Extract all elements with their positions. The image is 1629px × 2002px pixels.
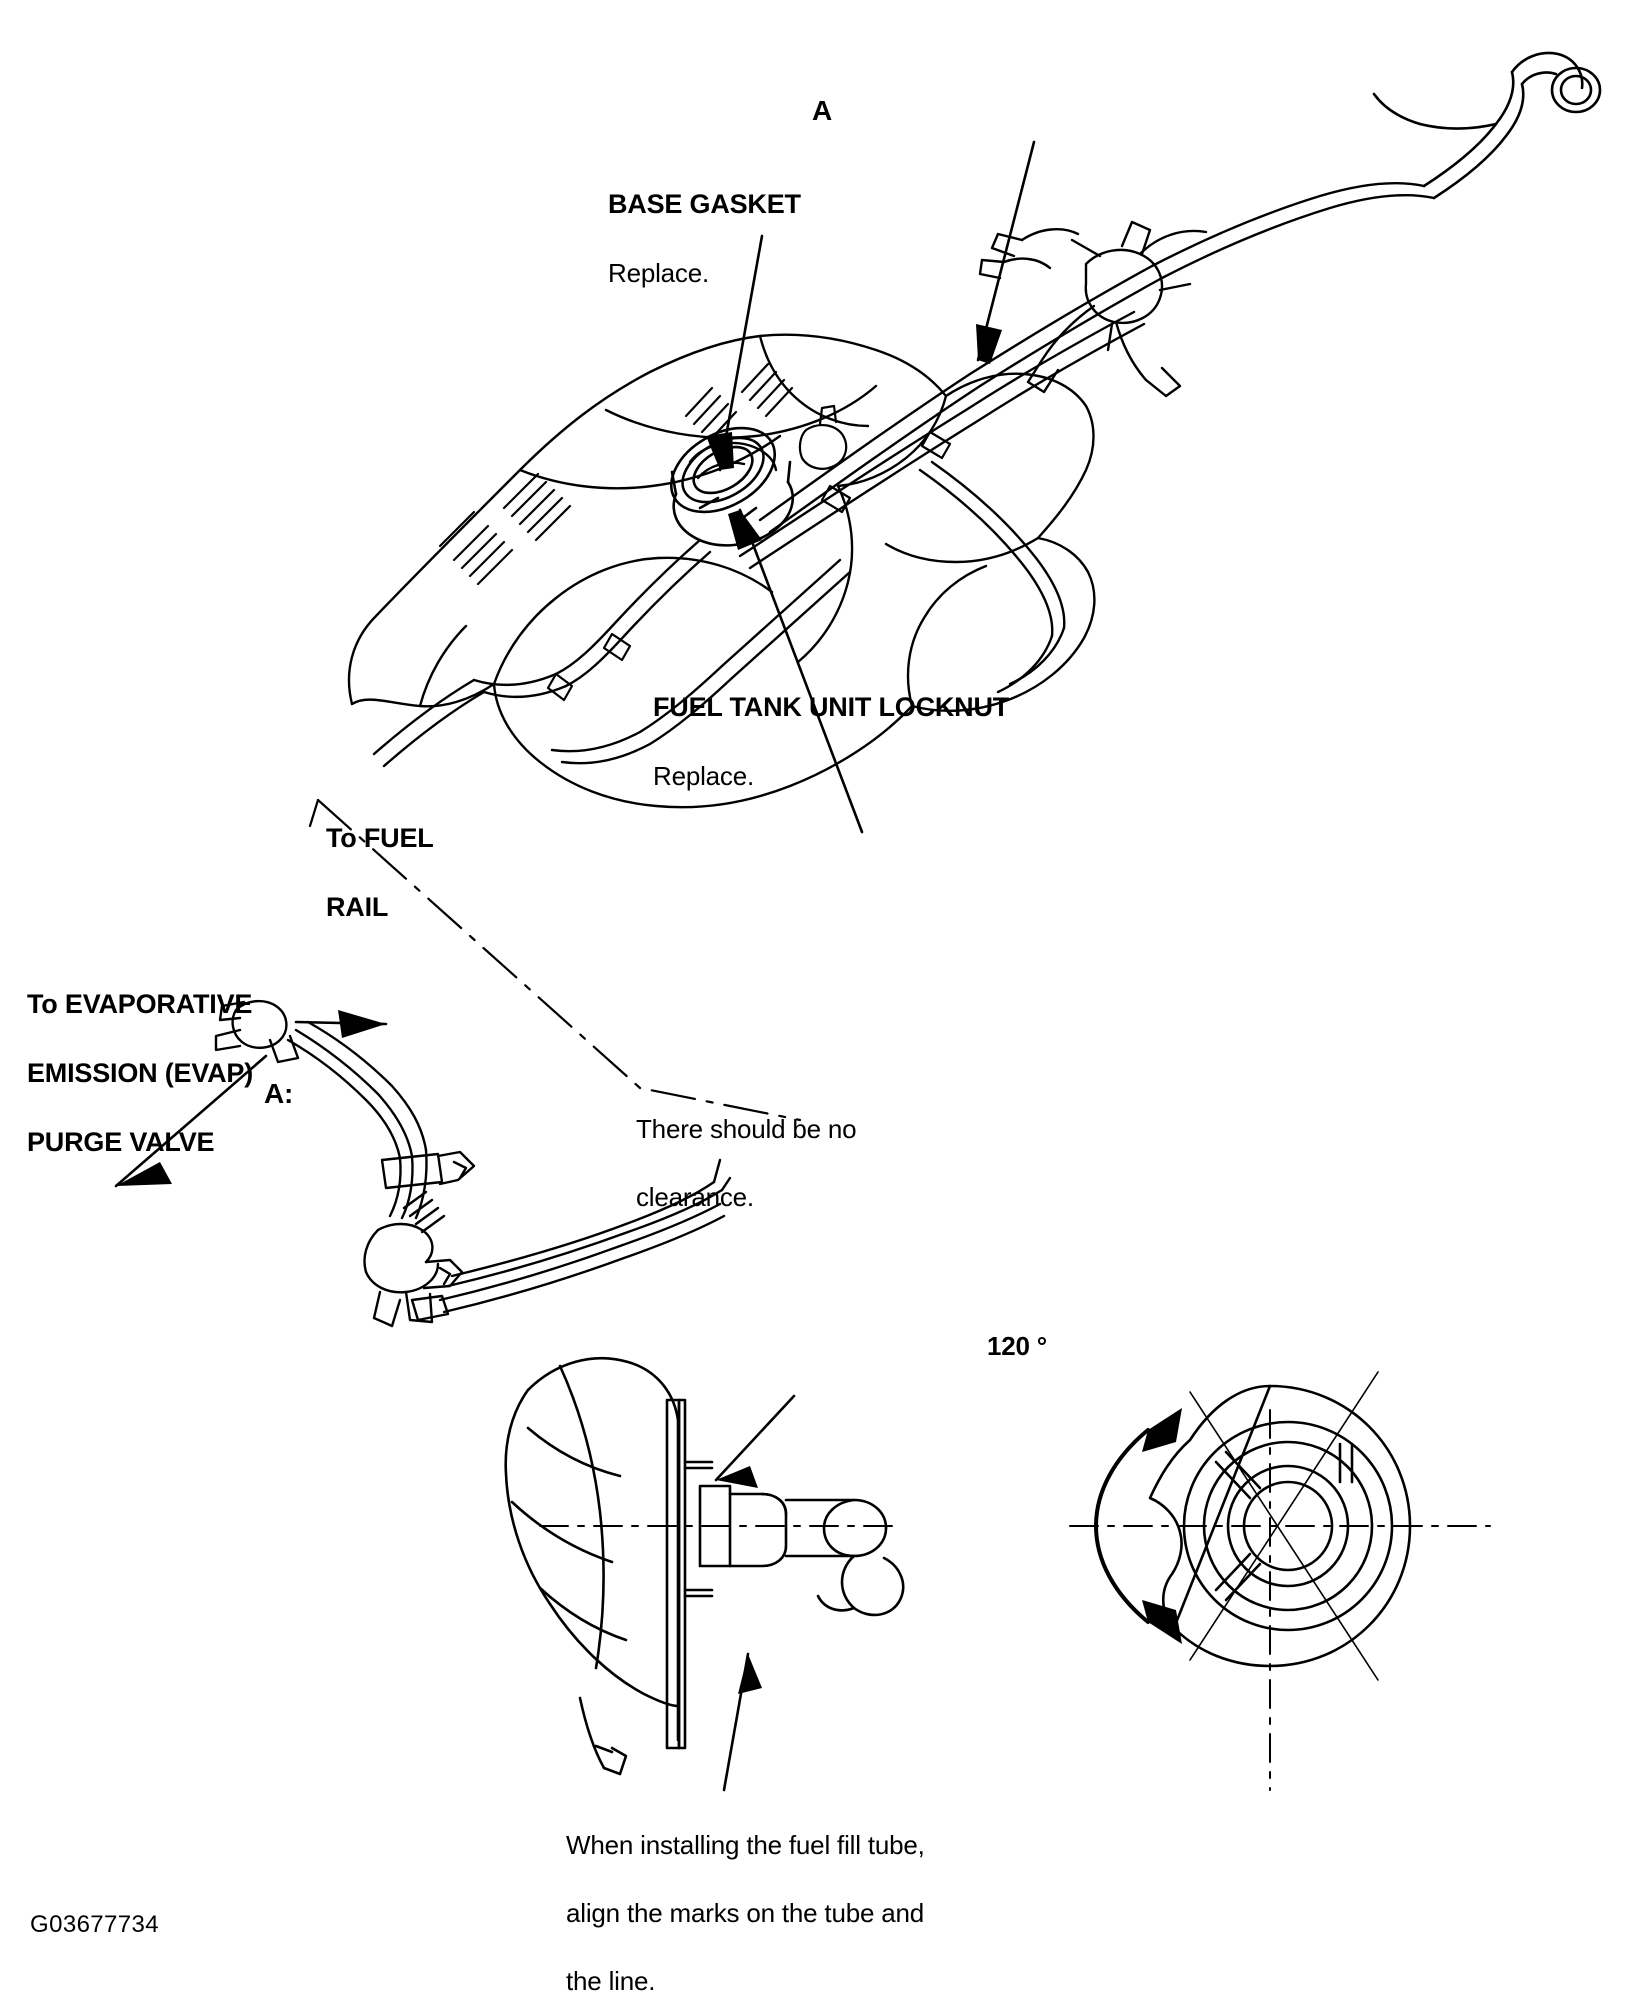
callout-to-evap-purge-valve-line1: To EVAPORATIVE [27, 989, 253, 1020]
callout-base-gasket-title: BASE GASKET [608, 189, 801, 220]
fuel-line-subassembly [214, 999, 732, 1328]
callout-base-gasket-note: Replace. [608, 258, 710, 289]
callout-to-fuel-rail-line1: To FUEL [326, 823, 434, 854]
detail-a-angle-label: 120 ° [987, 1331, 1048, 1361]
fuel-tank-unit [669, 426, 795, 547]
detail-center-lines [539, 1409, 1491, 1791]
leader-lines [114, 140, 1036, 1792]
detail-section-label-a: A: [264, 1078, 294, 1109]
detail-a-align-note-line3: the line. [566, 1966, 656, 1997]
fuel-tank-body [347, 333, 1096, 809]
callout-to-evap-purge-valve: To EVAPORATIVE EMISSION (EVAP) PURGE VAL… [27, 952, 253, 1196]
angle-arc-120 [1094, 1428, 1150, 1624]
detail-a-clearance-note-line1: There should be no [636, 1114, 857, 1145]
callout-to-evap-purge-valve-line2: EMISSION (EVAP) [27, 1058, 254, 1089]
detail-a-align-note: When installing the fuel fill tube, alig… [566, 1793, 925, 2002]
callout-to-fuel-rail-line2: RAIL [326, 892, 389, 923]
detail-marker-a-top: A [812, 95, 833, 126]
filler-cap-circle [1148, 1384, 1412, 1668]
leader-arrowheads [116, 324, 1002, 1694]
figure-id: G03677734 [30, 1911, 160, 1938]
tank-ribs [438, 472, 572, 586]
detail-fill-tube [698, 1484, 905, 1617]
detail-reference-frame [308, 798, 802, 1122]
tank-vents [684, 362, 794, 442]
callout-to-evap-purge-valve-line3: PURGE VALVE [27, 1127, 215, 1158]
detail-a-align-note-line2: align the marks on the tube and [566, 1898, 925, 1929]
detail-tank-neck [504, 1356, 680, 1776]
callout-fuel-tank-unit-locknut-title: FUEL TANK UNIT LOCKNUT [653, 692, 1010, 723]
filler-neck [1372, 51, 1602, 200]
detail-a-align-note-line1: When installing the fuel fill tube, [566, 1830, 925, 1861]
connector-bracket [978, 220, 1208, 398]
detail-flange-plate [665, 1398, 714, 1750]
callout-fuel-tank-unit-locknut: FUEL TANK UNIT LOCKNUT Replace. [653, 655, 1009, 829]
callout-to-fuel-rail: To FUEL RAIL [326, 786, 434, 961]
angle-arc-arrowheads [1142, 1408, 1182, 1644]
fuel-lines-upper [372, 182, 1436, 768]
callout-fuel-tank-unit-locknut-note: Replace. [653, 761, 755, 792]
detail-a-clearance-note-line2: clearance. [636, 1182, 754, 1213]
callout-base-gasket: BASE GASKET Replace. [608, 152, 801, 326]
angle-boundary-lines [1189, 1371, 1379, 1681]
detail-a-clearance-note: There should be no clearance. [636, 1077, 857, 1250]
fuel-line-clips [546, 430, 952, 702]
